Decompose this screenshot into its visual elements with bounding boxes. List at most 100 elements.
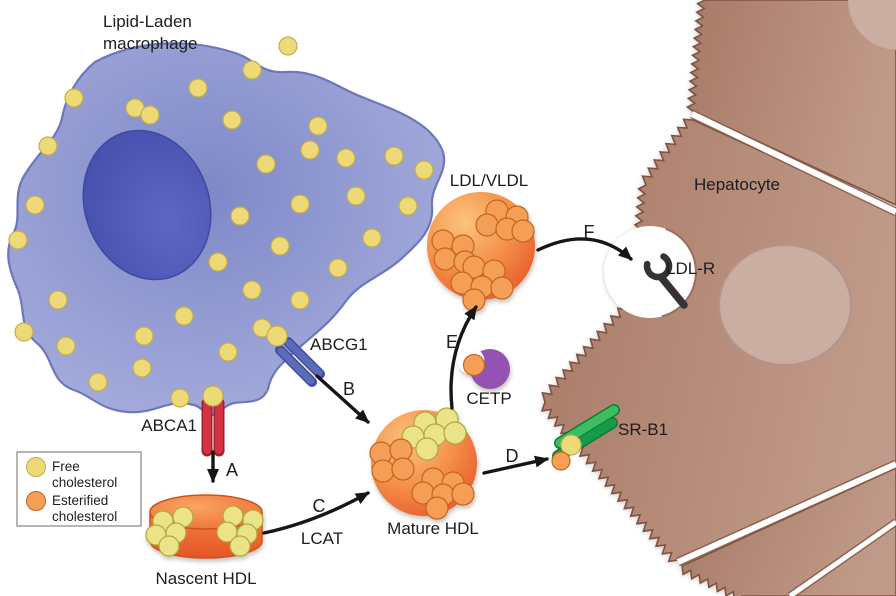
abcg1-transporter [266, 325, 325, 387]
free-cholesterol-dot [290, 194, 310, 214]
abcg1-label: ABCG1 [310, 335, 368, 354]
free-cholesterol-dot [308, 116, 328, 136]
mature-hdl-particle [369, 407, 477, 520]
ldl-vldl-particle [427, 192, 535, 312]
step-c-label: C [313, 496, 326, 516]
legend: Free cholesterol Esterified cholesterol [16, 451, 142, 527]
hepatocyte-label: Hepatocyte [694, 175, 780, 194]
pathway-arrows [207, 237, 633, 535]
free-cholesterol-cluster-dot [158, 535, 180, 557]
arrow-c [262, 491, 370, 535]
free-cholesterol-dot [56, 336, 76, 356]
arrow-b [315, 374, 370, 424]
free-cholesterol-cluster-dot [229, 535, 251, 557]
ldl-vldl-label: LDL/VLDL [450, 171, 528, 190]
free-cholesterol-cluster-dot [443, 421, 467, 445]
free-cholesterol-dot [362, 228, 382, 248]
esterified-cholesterol-cluster-dot [490, 276, 514, 300]
esterified-cholesterol-cluster-dot [425, 496, 449, 520]
esterified-cholesterol-cluster-dot [451, 482, 475, 506]
free-cholesterol-dot [242, 60, 262, 80]
macrophage-cell-group [7, 36, 446, 417]
free-cholesterol-dot [290, 290, 310, 310]
ldlr-label: LDL-R [666, 259, 715, 278]
legend-esterified-line2: cholesterol [52, 509, 117, 524]
hepatocyte-nucleus [718, 244, 852, 366]
free-cholesterol-on-abca1 [202, 385, 224, 407]
step-d-label: D [506, 446, 519, 466]
free-cholesterol-dot [346, 186, 366, 206]
free-cholesterol-dot [300, 140, 320, 160]
free-cholesterol-dot [8, 230, 28, 250]
free-cholesterol-dot [242, 280, 262, 300]
step-f-label: F [584, 222, 595, 242]
free-cholesterol-dot [414, 160, 434, 180]
esterified-cholesterol-cluster-dot [433, 247, 457, 271]
free-cholesterol-dot [278, 36, 298, 56]
free-cholesterol-at-srb1 [560, 434, 582, 456]
free-cholesterol-dot [256, 154, 276, 174]
abca1-label: ABCA1 [141, 416, 197, 435]
legend-swatch-esterified-cholesterol [26, 491, 46, 511]
step-a-label: A [226, 460, 238, 480]
macrophage-label-line1: Lipid-Laden [103, 12, 192, 31]
arrow-f [536, 237, 633, 261]
hepatocyte-top-nucleus [848, 0, 896, 50]
free-cholesterol-dot [384, 146, 404, 166]
free-cholesterol-on-abcg1 [266, 325, 288, 347]
free-cholesterol-dot [14, 322, 34, 342]
cell-junction-seams [676, 109, 896, 596]
esterified-cholesterol-cluster-dot [511, 219, 535, 243]
nascent-hdl-label: Nascent HDL [155, 569, 256, 588]
free-cholesterol-dot [48, 290, 68, 310]
cetp-label: CETP [466, 389, 511, 408]
srb1-label: SR-B1 [618, 420, 668, 439]
free-cholesterol-dot [328, 258, 348, 278]
free-cholesterol-dot [336, 148, 356, 168]
free-cholesterol-cluster-dot [415, 437, 439, 461]
arrow-d [482, 455, 549, 475]
esterified-cholesterol-at-srb1 [551, 451, 571, 471]
free-cholesterol-dots [8, 36, 434, 408]
free-cholesterol-dot [270, 236, 290, 256]
mature-hdl-label: Mature HDL [387, 519, 479, 538]
arrow-e [449, 305, 478, 410]
esterified-cholesterol-cluster-dot [391, 457, 415, 481]
free-cholesterol-dot [140, 105, 160, 125]
mature-hdl-cholesterol-clusters [369, 407, 475, 520]
free-cholesterol-dot [398, 196, 418, 216]
nascent-hdl-particle [145, 494, 264, 559]
esterified-cholesterol-in-cetp [462, 353, 486, 377]
free-cholesterol-dot [64, 88, 84, 108]
esterified-cholesterol-cluster-dot [371, 459, 395, 483]
free-cholesterol-dot [174, 306, 194, 326]
srb1-transporter [551, 404, 620, 471]
abca1-transporter [201, 385, 225, 457]
free-cholesterol-dot [188, 78, 208, 98]
step-e-label: E [446, 332, 458, 352]
legend-esterified-line1: Esterified [52, 493, 108, 508]
macrophage-label-line2: macrophage [103, 34, 198, 53]
legend-free-line1: Free [52, 459, 80, 474]
hepatocyte-top-cell [685, 0, 896, 206]
free-cholesterol-dot [38, 136, 58, 156]
ldlr-cove-rim [661, 227, 697, 318]
free-cholesterol-dot [88, 372, 108, 392]
hepatocyte-main-cell [540, 118, 896, 563]
esterified-cholesterol-cluster-dot [475, 213, 499, 237]
ldl-receptor [643, 253, 688, 309]
diagram-labels: Lipid-Laden macrophage ABCA1 ABCG1 Nasce… [103, 12, 780, 588]
free-cholesterol-dot [132, 358, 152, 378]
legend-free-line2: cholesterol [52, 475, 117, 490]
nascent-hdl-free-cholesterol-clusters [145, 505, 264, 557]
lcat-label: LCAT [301, 529, 343, 548]
ldl-vldl-cholesterol-clusters [431, 199, 535, 312]
hepatocyte-cell-group [540, 0, 896, 596]
free-cholesterol-dot [218, 342, 238, 362]
free-cholesterol-dot [25, 195, 45, 215]
free-cholesterol-dot [222, 110, 242, 130]
macrophage-nucleus [82, 129, 212, 281]
free-cholesterol-dot [230, 206, 250, 226]
step-b-label: B [343, 379, 355, 399]
